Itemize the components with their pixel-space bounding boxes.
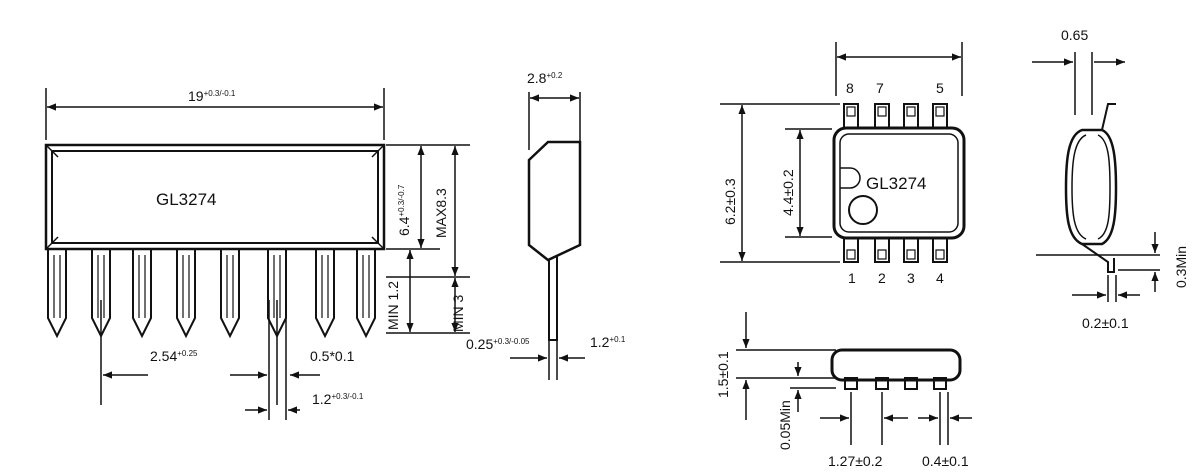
pin1-marker [848, 195, 878, 225]
sip-leads [47, 249, 376, 339]
sop-pin-top [932, 103, 948, 129]
sop-side-body [830, 348, 962, 382]
sop-height-label: 1.5±0.1 [715, 351, 731, 398]
sip-lead [356, 249, 376, 339]
sip-lead [132, 249, 152, 339]
sip-body [44, 143, 386, 251]
sop-side-lead [875, 377, 889, 390]
pin-label-4: 4 [936, 270, 944, 286]
sop-end-view [1032, 52, 1160, 302]
length-label: 19+0.3/-0.1 [188, 88, 236, 104]
pin-label-7: 7 [876, 80, 884, 96]
min3-label: MIN 3 [450, 294, 466, 332]
sop-pin-top [874, 103, 890, 129]
sop-side-view [736, 312, 972, 445]
sop-pin-bottom [843, 237, 859, 263]
pin-label-5: 5 [936, 80, 944, 96]
sip-lead [47, 249, 67, 339]
sop-side-leads [844, 377, 947, 390]
sop-pin-top [843, 103, 859, 129]
sip-front-view [44, 88, 470, 420]
thickness-label: 2.8+0.2 [527, 70, 563, 86]
sop-end-body [1064, 128, 1118, 246]
sop-pin-bottom [874, 237, 890, 263]
pitch-label: 2.54+0.25 [150, 348, 198, 364]
sip-lead [220, 249, 240, 339]
sip-lead [176, 249, 196, 339]
lead-width2-label: 1.2+0.3/-0.1 [312, 391, 364, 407]
sip-side-body [527, 140, 582, 262]
sop-body [832, 126, 966, 240]
lead-width-label: 0.5*0.1 [310, 348, 355, 364]
sop-standoff-label: 0.05Min [777, 400, 793, 450]
pin-label-1: 1 [848, 270, 856, 286]
min1-label: MIN 1.2 [385, 281, 401, 330]
total-width-label: 6.2±0.3 [722, 178, 738, 225]
end-top-label: 0.65 [1061, 27, 1088, 43]
sip-part-label: GL3274 [156, 190, 217, 209]
lead-w-label: 1.2+0.1 [590, 334, 626, 350]
body-height-label: 6.4+0.3/-0.7 [396, 184, 412, 236]
sop-side-lead [844, 377, 858, 390]
sop-pins [843, 103, 948, 263]
sop-side-lead [933, 377, 947, 390]
end-foot-label: 0.3Min [1173, 246, 1189, 288]
sip-side-view [510, 92, 585, 380]
sop-side-lead [904, 377, 918, 390]
sop-pitch-label: 1.27±0.2 [828, 453, 883, 469]
sop-lead-width-label: 0.4±0.1 [922, 453, 969, 469]
sop-pin-bottom [932, 237, 948, 263]
pin-label-8: 8 [846, 80, 854, 96]
body-width-label: 4.4±0.2 [780, 169, 796, 216]
pin-label-3: 3 [907, 270, 915, 286]
sip-lead [315, 249, 335, 339]
pin-label-2: 2 [878, 270, 886, 286]
sop-pin-bottom [903, 237, 919, 263]
sop-pin-top [903, 103, 919, 129]
sop-top-view [720, 42, 966, 263]
max-height-label: MAX8.3 [433, 188, 449, 238]
end-lead-thk-label: 0.2±0.1 [1082, 315, 1129, 331]
lead-thk-label: 0.25+0.3/-0.05 [466, 336, 530, 352]
sop-part-label: GL3274 [866, 174, 927, 193]
